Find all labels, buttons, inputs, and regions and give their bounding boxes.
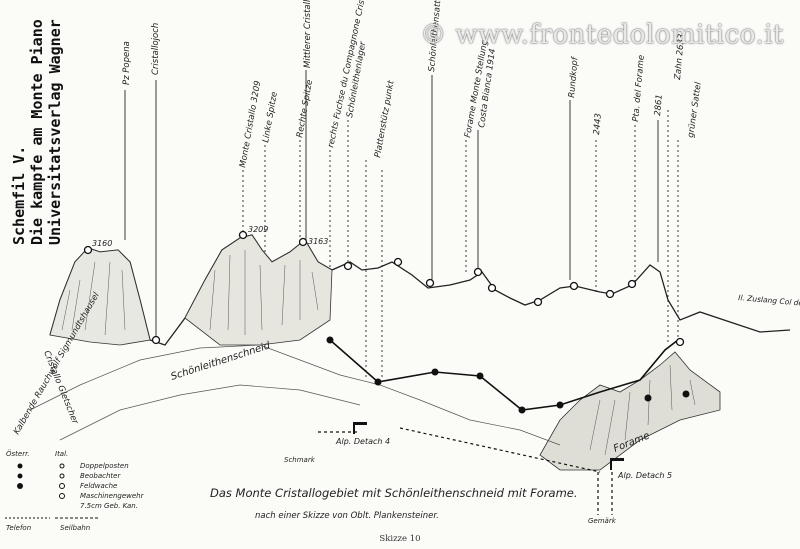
peak-label-plattenstuetzpunkt: Plattenstütz punkt	[373, 79, 397, 158]
caption-subtitle: nach einer Skizze von Oblt. Plankenstein…	[255, 511, 439, 521]
legend-item-1: Beobachter	[80, 472, 121, 480]
elevation-popena: 3160	[92, 239, 112, 248]
label-alp-detach-4: Alp. Detach 4	[335, 437, 390, 446]
label-schoenleithenschneid: Schönleithenschneid	[170, 340, 273, 383]
label-zum-lago: Il. Zuslang Col dei Stombi	[738, 293, 800, 310]
legend-telefon: Telefon	[6, 524, 31, 532]
peak-label-rechte-spitze: Rechte Spitze	[295, 79, 315, 138]
peak-label-2861: 2861	[653, 94, 665, 116]
legend-item-0: Doppelposten	[80, 462, 129, 470]
peak-label-popena: Pz Popena	[122, 41, 132, 85]
peak-label-monte-cristallo: Monte Cristallo 3209	[238, 80, 263, 169]
figure-number: Skizze 10	[379, 534, 420, 544]
cristallo-massif	[185, 235, 332, 345]
peak-label-cristallojoch: Cristallojoch	[151, 23, 161, 75]
peak-markers	[85, 232, 684, 346]
legend-item-2: Feldwache	[80, 482, 117, 490]
legend: Österr. Ital. Doppelposten Beobachter Fe…	[6, 449, 145, 532]
peak-label-2443: 2443	[592, 113, 604, 135]
peak-label-linke-spitze: Linke Spitze	[261, 91, 280, 143]
label-alp-detach-5: Alp. Detach 5	[617, 471, 672, 480]
legend-item-4: 7.5cm Geb. Kan.	[80, 502, 138, 510]
legend-item-3: Maschinengewehr	[80, 492, 145, 500]
legend-col-oesterr: Österr.	[6, 449, 30, 458]
elevation-mittlerer: 3163	[308, 237, 328, 246]
peak-label-rundkopf: Rundkopf	[567, 55, 581, 98]
label-schmark: Schmark	[284, 456, 316, 464]
legend-col-ital: Ital.	[55, 450, 68, 458]
forame-rock	[540, 352, 720, 470]
watermark: © www.frontedolomitico.it	[420, 20, 784, 50]
label-gemaerk: Gemärk	[588, 517, 617, 525]
caption-title: Das Monte Cristallogebiet mit Schönleith…	[210, 486, 578, 500]
peak-label-mittlerer-cristallo: Mittlerer Cristallo	[303, 0, 313, 68]
legend-seilbahn: Seilbahn	[60, 524, 90, 532]
peak-label-gruener-sattel: grüner Sattel	[686, 81, 704, 138]
peak-label-pta-forame: Pta. del Forame	[631, 55, 647, 123]
peak-label-compagnone: rechts Fuchse du Compagnone Cristallo 30…	[326, 0, 376, 149]
elevation-labels: 3160 3209 3163	[92, 225, 328, 248]
lower-slope	[30, 345, 560, 445]
elevation-cristallo: 3209	[248, 225, 268, 234]
main-ridge-line	[50, 235, 790, 345]
